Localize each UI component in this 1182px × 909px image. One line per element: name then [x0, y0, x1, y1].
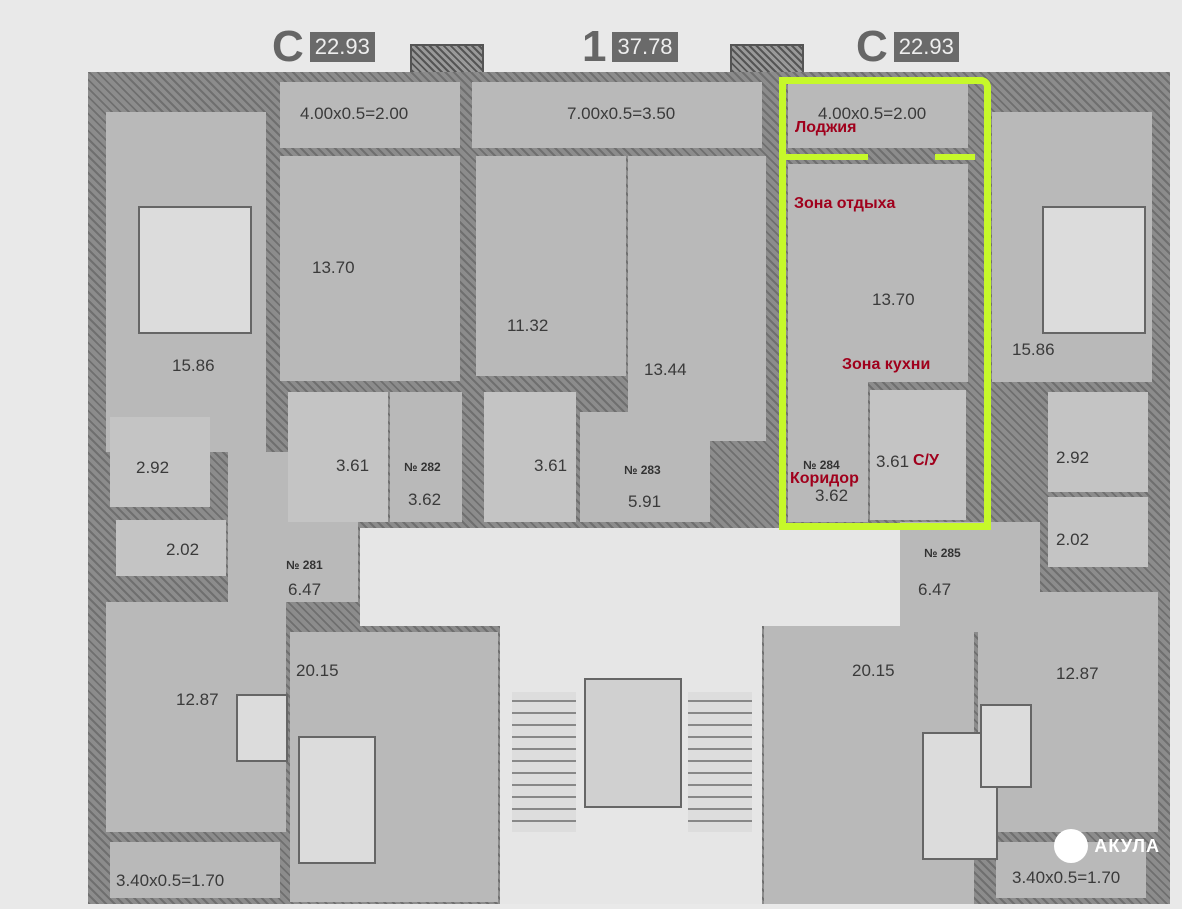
loggia-area-label: 4.00x0.5=2.00 — [300, 104, 409, 123]
apartment-number: № 283 — [624, 463, 661, 477]
bed — [1042, 206, 1146, 334]
apartment-area-badge: 37.78 — [612, 32, 678, 62]
bathroom — [110, 417, 210, 507]
loggia-area-label: 4.00x0.5=2.00 — [818, 104, 927, 123]
table — [236, 694, 288, 762]
room-area-label: 2.92 — [1056, 448, 1090, 467]
room-area-label: 3.61 — [336, 456, 370, 475]
apartment-type-header: 1 37.78 — [582, 22, 678, 72]
apartment-type-header: С 22.93 — [856, 22, 959, 72]
room-area-label: 11.32 — [507, 316, 549, 335]
room-area-label: 3.62 — [815, 486, 849, 505]
sofa — [298, 736, 376, 864]
shark-logo-icon — [1054, 829, 1089, 863]
window — [410, 44, 484, 74]
highlight-divider — [935, 154, 975, 160]
loggia — [788, 82, 968, 148]
room-area-label: 12.87 — [1056, 664, 1099, 683]
bed — [138, 206, 252, 334]
loggia — [472, 82, 762, 148]
window — [730, 44, 804, 74]
apartment-type-letter: С — [272, 22, 304, 71]
room-area-label: 13.70 — [312, 258, 355, 277]
room-area-label: 3.61 — [876, 452, 910, 471]
loggia-area-label: 7.00x0.5=3.50 — [567, 104, 676, 123]
room-area-label: 2.92 — [136, 458, 170, 477]
bathroom — [870, 390, 966, 520]
hallway — [580, 412, 710, 522]
loggia-area-label: 3.40x0.5=1.70 — [116, 871, 225, 890]
stairs — [688, 692, 752, 832]
hallway — [390, 392, 462, 522]
room-area-label: 13.70 — [872, 290, 915, 309]
highlighted-apartment-outline — [779, 77, 991, 530]
stairs — [512, 692, 576, 832]
apartment-number: № 285 — [924, 546, 961, 560]
room-area-label: 6.47 — [288, 580, 322, 599]
room-area-label: 5.91 — [628, 492, 662, 511]
room-area-label: 15.86 — [172, 356, 215, 375]
loggia — [110, 842, 280, 898]
annotation-corridor: Коридор — [790, 470, 859, 487]
annotation-loggia: Лоджия — [795, 119, 857, 136]
room-area-label: 3.62 — [408, 490, 442, 509]
wc — [116, 520, 226, 576]
watermark-logo: АКУЛА — [1054, 829, 1160, 863]
apartment-type-letter: 1 — [582, 22, 607, 71]
loggia-area-label: 3.40x0.5=1.70 — [1012, 868, 1121, 887]
bathroom — [484, 392, 576, 522]
floor-plan — [88, 72, 1170, 904]
room-area-label: 2.02 — [166, 540, 200, 559]
room-area-label: 12.87 — [176, 690, 219, 709]
annotation-bathroom: С/У — [913, 452, 939, 469]
room-area-label: 6.47 — [918, 580, 952, 599]
room-area-label: 20.15 — [296, 661, 339, 680]
apartment-type-letter: С — [856, 22, 888, 71]
elevator-shaft — [584, 678, 682, 808]
kitchen — [476, 156, 626, 376]
apartment-type-header: С 22.93 — [272, 22, 375, 72]
apartment-number: № 282 — [404, 460, 441, 474]
annotation-rest-zone: Зона отдыха — [794, 195, 896, 212]
studio-room — [280, 156, 460, 381]
apartment-area-badge: 22.93 — [893, 32, 959, 62]
common-corridor — [360, 528, 900, 626]
apartment-area-badge: 22.93 — [309, 32, 375, 62]
room-area-label: 2.02 — [1056, 530, 1090, 549]
loggia — [280, 82, 460, 148]
apartment-number: № 281 — [286, 558, 323, 572]
hallway — [788, 382, 868, 522]
room-area-label: 3.61 — [534, 456, 568, 475]
studio-room — [788, 164, 968, 382]
annotation-kitchen-zone: Зона кухни — [842, 356, 931, 373]
room-area-label: 15.86 — [1012, 340, 1055, 359]
bathroom — [288, 392, 388, 522]
room-area-label: 20.15 — [852, 661, 895, 680]
highlight-divider — [786, 154, 868, 160]
bathroom — [1048, 392, 1148, 492]
apartment-number: № 284 — [803, 458, 840, 472]
watermark-text: АКУЛА — [1094, 835, 1160, 856]
wc — [1048, 497, 1148, 567]
room — [628, 156, 766, 441]
table — [980, 704, 1032, 788]
room-area-label: 13.44 — [644, 360, 687, 379]
